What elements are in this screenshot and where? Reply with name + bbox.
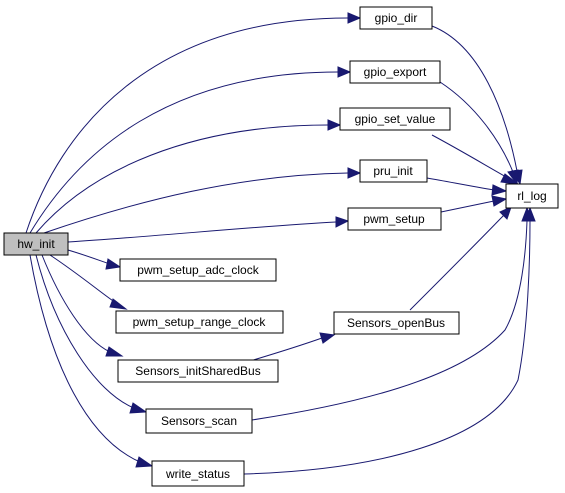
node-gpio_set_value[interactable]: gpio_set_value	[339, 107, 451, 131]
edge-pwm_setup-rl_log	[440, 195, 508, 213]
edge-Sensors_initSharedBus-Sensors_openBus	[249, 332, 336, 362]
node-gpio_dir[interactable]: gpio_dir	[359, 6, 433, 30]
node-label-pru_init: pru_init	[373, 164, 413, 178]
edge-hw_init-gpio_set_value	[35, 119, 342, 234]
node-pwm_setup[interactable]: pwm_setup	[347, 207, 442, 231]
edge-hw_init-gpio_dir	[25, 12, 362, 234]
node-label-pwm_setup_adc_clock: pwm_setup_adc_clock	[137, 263, 259, 277]
edge-hw_init-gpio_export	[29, 66, 352, 234]
node-label-gpio_dir: gpio_dir	[375, 11, 418, 25]
node-pru_init[interactable]: pru_init	[359, 159, 428, 183]
node-gpio_export[interactable]: gpio_export	[349, 60, 441, 84]
node-rl_log[interactable]: rl_log	[505, 183, 559, 209]
edge-hw_init-pwm_setup_range_clock	[49, 254, 128, 310]
edge-pru_init-rl_log	[426, 177, 508, 196]
node-label-pwm_setup: pwm_setup	[363, 212, 425, 226]
edge-hw_init-write_status	[29, 254, 154, 468]
edge-gpio_export-rl_log	[439, 81, 519, 186]
edge-hw_init-Sensors_scan	[35, 254, 148, 414]
node-label-pwm_setup_range_clock: pwm_setup_range_clock	[133, 315, 267, 329]
node-Sensors_scan[interactable]: Sensors_scan	[145, 408, 253, 434]
node-Sensors_initSharedBus[interactable]: Sensors_initSharedBus	[117, 359, 279, 383]
edge-hw_init-pwm_setup_adc_clock	[67, 249, 122, 270]
node-label-hw_init: hw_init	[17, 237, 55, 251]
node-label-gpio_set_value: gpio_set_value	[355, 112, 436, 126]
node-pwm_setup_range_clock[interactable]: pwm_setup_range_clock	[115, 310, 284, 334]
node-Sensors_openBus[interactable]: Sensors_openBus	[333, 311, 460, 335]
edge-hw_init-pru_init	[43, 167, 362, 234]
edge-gpio_set_value-rl_log	[431, 134, 520, 185]
edge-hw_init-Sensors_initSharedBus	[41, 254, 124, 357]
node-write_status[interactable]: write_status	[151, 460, 245, 487]
node-label-Sensors_initSharedBus: Sensors_initSharedBus	[135, 364, 260, 378]
node-label-gpio_export: gpio_export	[364, 65, 427, 79]
edge-write_status-rl_log	[243, 206, 536, 475]
node-label-rl_log: rl_log	[517, 189, 546, 203]
node-label-write_status: write_status	[165, 467, 230, 481]
node-hw_init[interactable]: hw_init	[3, 232, 69, 256]
edge-Sensors_openBus-rl_log	[409, 206, 512, 311]
node-label-Sensors_scan: Sensors_scan	[161, 414, 237, 428]
edge-hw_init-pwm_setup	[67, 216, 350, 243]
node-pwm_setup_adc_clock[interactable]: pwm_setup_adc_clock	[119, 258, 277, 282]
node-label-Sensors_openBus: Sensors_openBus	[347, 316, 445, 330]
